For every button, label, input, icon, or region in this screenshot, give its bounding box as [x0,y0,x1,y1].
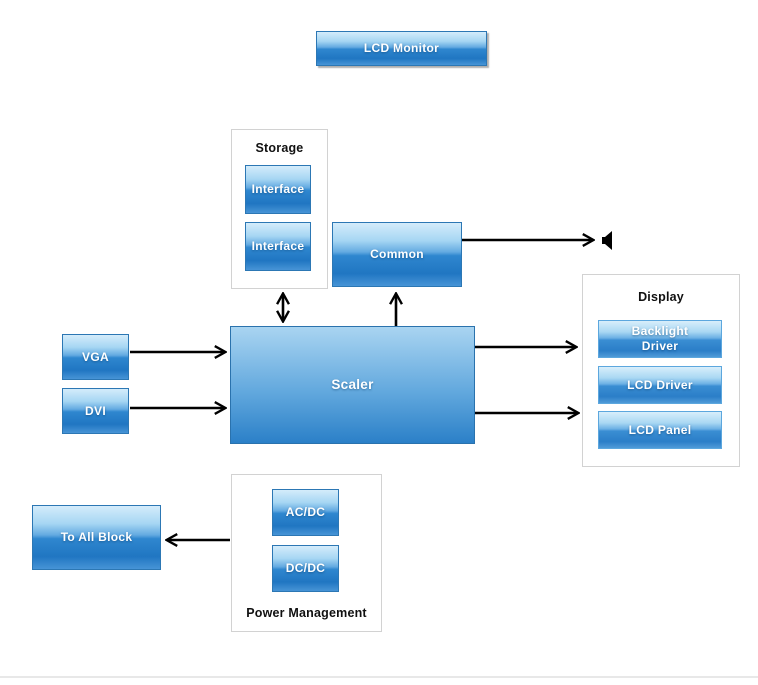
block-backlight-driver: Backlight Driver [598,320,722,358]
block-interface-1: Interface [245,165,311,214]
group-title-storage: Storage [255,141,304,155]
block-scaler: Scaler [230,326,475,444]
group-power-management: Power Management [231,474,382,632]
block-lcd-monitor: LCD Monitor [316,31,487,66]
block-common: Common [332,222,462,287]
block-to-all-block: To All Block [32,505,161,570]
block-dvi: DVI [62,388,129,434]
group-title-power-management: Power Management [246,606,367,620]
block-lcd-driver: LCD Driver [598,366,722,404]
block-vga: VGA [62,334,129,380]
block-acdc: AC/DC [272,489,339,536]
speaker-icon [602,231,612,250]
group-title-display: Display [638,290,684,304]
block-dcdc: DC/DC [272,545,339,592]
bottom-divider [0,676,758,678]
block-interface-2: Interface [245,222,311,271]
block-lcd-panel: LCD Panel [598,411,722,449]
